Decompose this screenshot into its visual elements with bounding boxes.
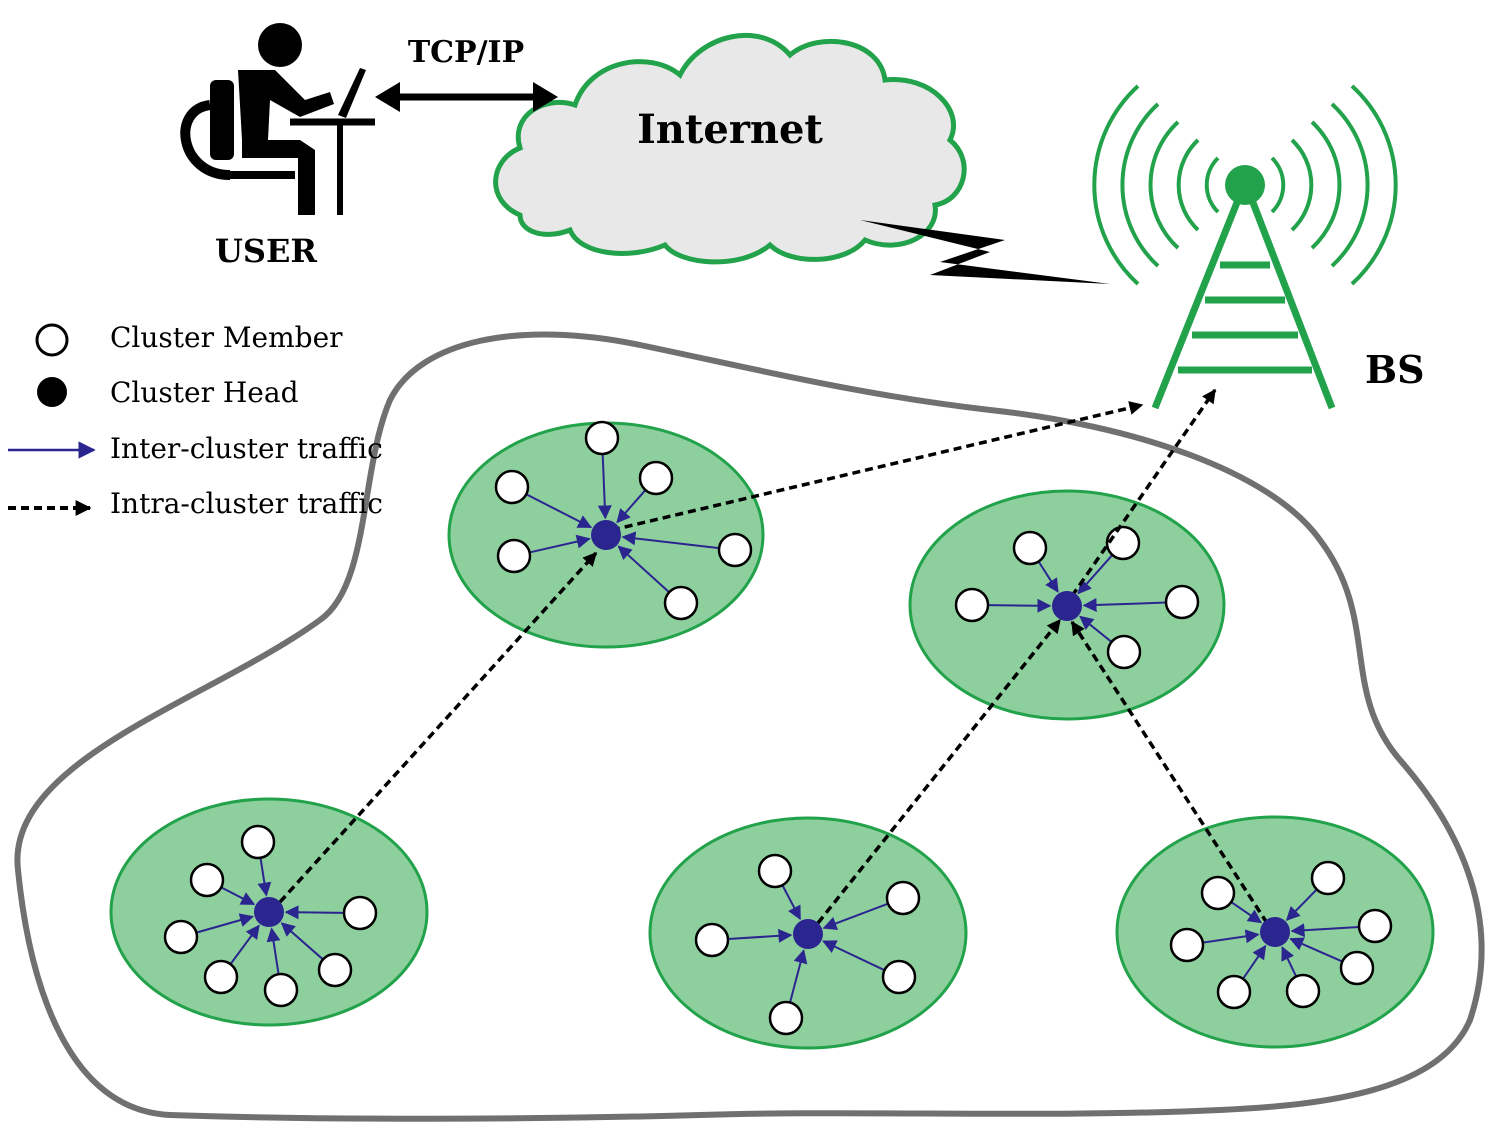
cluster-member-node xyxy=(342,895,378,931)
member-arrow xyxy=(1077,554,1114,595)
member-arrow xyxy=(822,902,889,931)
cluster-member-node xyxy=(663,585,699,621)
intra-cluster-links xyxy=(278,388,1269,925)
member-arrow xyxy=(616,489,647,524)
cluster-member-node xyxy=(1200,875,1236,911)
member-arrow xyxy=(987,598,1052,613)
member-arrow xyxy=(196,913,254,934)
cluster-members xyxy=(163,420,1393,1036)
member-arrow xyxy=(280,922,324,961)
cluster-member-node xyxy=(694,922,730,958)
cluster-member-node xyxy=(317,952,353,988)
member-arrow xyxy=(1082,597,1167,612)
cluster-heads xyxy=(254,520,1290,949)
member-arrow xyxy=(525,493,593,529)
member-arrow xyxy=(257,857,272,897)
member-arrow xyxy=(789,949,808,1003)
sensor-field-boundary xyxy=(14,331,1485,1122)
legend-member-swatch xyxy=(35,323,69,357)
cluster-member-node xyxy=(881,959,917,995)
member-arrow xyxy=(284,905,345,920)
member-arrow xyxy=(781,884,801,921)
cluster-member-node xyxy=(1012,530,1048,566)
cluster-member-node xyxy=(1310,860,1346,896)
cluster-member-node xyxy=(638,460,674,496)
link-c5-to-c2 xyxy=(1070,620,1269,924)
cluster-member-node xyxy=(1285,973,1321,1009)
tcp-ip-link: TCP/IP xyxy=(375,35,558,112)
cluster-member-node xyxy=(885,880,921,916)
cluster-member-node xyxy=(1357,908,1393,944)
cluster-member-node xyxy=(240,824,276,860)
cluster-member-node xyxy=(768,1000,804,1036)
protocol-label: TCP/IP xyxy=(408,35,524,70)
cluster-head-node xyxy=(591,520,621,550)
cluster-member-node xyxy=(1216,974,1252,1010)
cluster-head-node xyxy=(793,919,823,949)
member-arrow xyxy=(597,453,612,520)
member-arrow xyxy=(229,924,260,965)
cluster-member-node xyxy=(203,959,239,995)
cluster-member-node xyxy=(1164,584,1200,620)
user-label: USER xyxy=(215,232,317,270)
cluster-member-node xyxy=(163,919,199,955)
member-arrow xyxy=(617,545,670,593)
member-arrow xyxy=(1290,923,1360,938)
member-arrow xyxy=(1037,560,1059,593)
member-arrow xyxy=(529,534,591,554)
cluster-member-node xyxy=(1106,634,1142,670)
cluster-member-node xyxy=(717,532,753,568)
cluster-member-node xyxy=(1169,927,1205,963)
member-arrow xyxy=(1079,615,1113,643)
link-c3-to-c1 xyxy=(278,551,598,904)
member-arrow xyxy=(1289,937,1343,963)
cluster-member-node xyxy=(757,853,793,889)
inter-cluster-arrows xyxy=(196,453,1360,1003)
legend: Cluster Member Cluster Head Inter-cluste… xyxy=(8,321,383,520)
legend-head-label: Cluster Head xyxy=(110,376,299,409)
member-arrow xyxy=(621,531,720,550)
link-c2-to-bs xyxy=(1070,388,1217,597)
member-arrow xyxy=(727,928,793,943)
base-station-label: BS xyxy=(1365,347,1425,392)
member-arrow xyxy=(1285,888,1318,921)
legend-member-label: Cluster Member xyxy=(110,321,343,354)
legend-head-swatch xyxy=(37,377,67,407)
member-arrow xyxy=(1202,929,1260,944)
cluster-member-node xyxy=(954,587,990,623)
cluster-head-node xyxy=(1260,917,1290,947)
lightning-bolt-icon xyxy=(860,220,1110,284)
cluster-member-node xyxy=(494,469,530,505)
member-arrow xyxy=(1242,944,1267,980)
member-arrow xyxy=(1230,901,1263,924)
cluster-member-node xyxy=(496,538,532,574)
cluster-member-node xyxy=(263,972,299,1008)
legend-inter-label: Inter-cluster traffic xyxy=(110,432,383,465)
member-arrow xyxy=(220,886,256,906)
legend-intra-label: Intra-cluster traffic xyxy=(110,487,383,520)
user-at-laptop-icon: USER xyxy=(180,23,375,270)
cluster-member-node xyxy=(584,420,620,456)
member-arrow xyxy=(266,927,281,975)
member-arrow xyxy=(822,940,885,972)
internet-cloud: Internet xyxy=(493,32,967,265)
cluster-member-node xyxy=(1105,525,1141,561)
radio-tower-icon xyxy=(1092,84,1398,410)
cluster-head-node xyxy=(254,897,284,927)
cluster-member-node xyxy=(189,862,225,898)
cluster-member-node xyxy=(1339,950,1375,986)
internet-label: Internet xyxy=(637,106,823,153)
cluster-head-node xyxy=(1052,591,1082,621)
member-arrow xyxy=(1281,946,1298,977)
